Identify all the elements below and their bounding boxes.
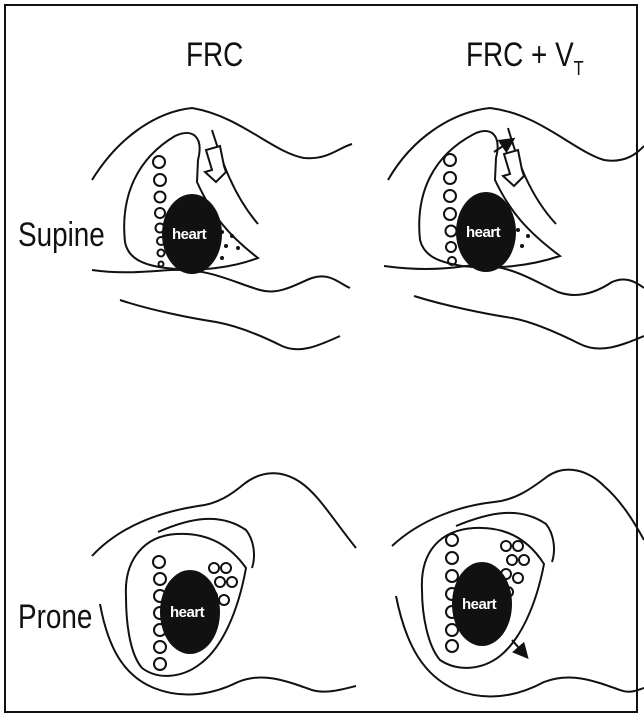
- heart-label-prone-frc-vt: heart: [462, 596, 496, 613]
- body-outline-bottom: [384, 265, 644, 295]
- heart-label-prone-frc: heart: [170, 604, 204, 621]
- panel-prone-frc: [92, 473, 356, 694]
- compression-arrow-icon: [503, 150, 524, 186]
- body-outline-back: [414, 296, 644, 349]
- body-outline-top: [92, 473, 356, 556]
- alveolus: [158, 250, 165, 257]
- body-outline-back: [120, 300, 340, 349]
- body-outline-bottom: [100, 604, 356, 695]
- body-outline-bottom: [92, 270, 350, 292]
- heart-label-supine-frc: heart: [172, 226, 206, 243]
- alveolus: [159, 262, 164, 267]
- body-outline-bottom: [396, 596, 644, 696]
- alveolus: [155, 192, 166, 203]
- alveolus: [155, 208, 165, 218]
- expansion-arrow-icon: [512, 640, 526, 656]
- alveolus: [153, 156, 165, 168]
- chest-wall-inner: [456, 513, 554, 562]
- panel-supine-frc: [92, 108, 352, 349]
- alveolus: [154, 174, 166, 186]
- compression-arrow-icon: [205, 146, 226, 182]
- body-outline-top: [392, 470, 644, 546]
- panel-prone-frc-vt: [392, 470, 644, 697]
- heart-label-supine-frc-vt: heart: [466, 224, 500, 241]
